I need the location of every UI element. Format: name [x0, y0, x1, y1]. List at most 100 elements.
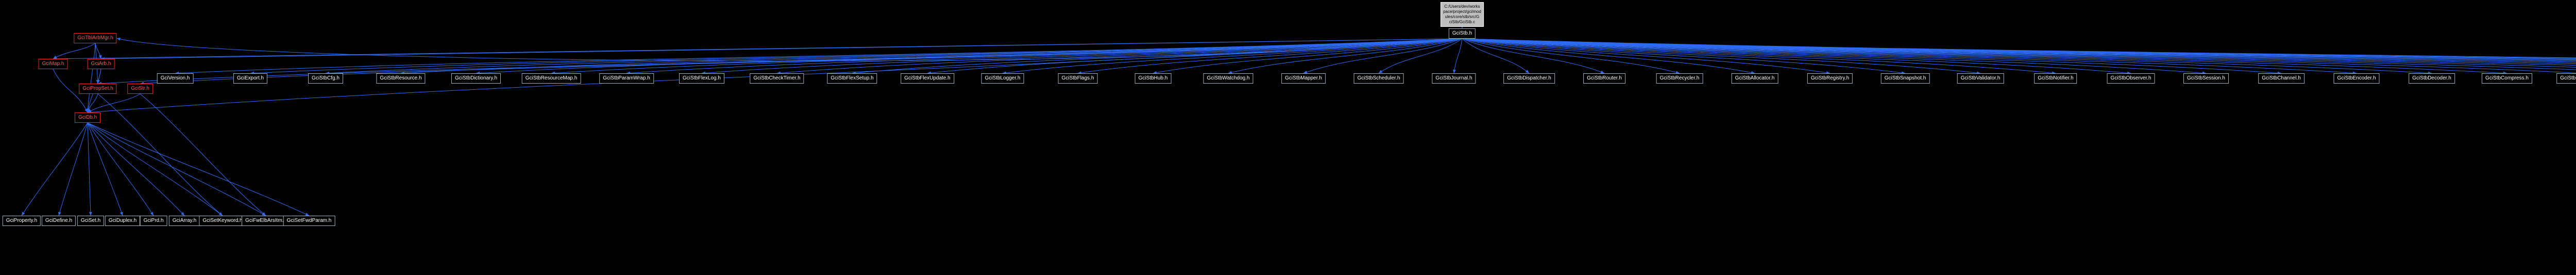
- include-edge-r6-b8: [87, 122, 310, 216]
- include-edge-hdr-m15: [1303, 38, 1463, 74]
- include-edge-hdr-m17: [1453, 38, 1463, 74]
- header-node-m24[interactable]: GciStbValidator.h: [1957, 73, 2004, 84]
- header-node-b3[interactable]: GciDuplex.h: [105, 216, 141, 226]
- include-edge-hdr-m25: [1462, 38, 2056, 75]
- include-edge-r6-b2: [87, 122, 92, 216]
- header-node-m18[interactable]: GciStbDispatcher.h: [1503, 73, 1555, 84]
- header-node-hdr[interactable]: GciStb.h: [1448, 28, 1476, 39]
- header-node-m0[interactable]: GciVersion.h: [157, 73, 194, 84]
- header-node-m1[interactable]: GciExport.h: [233, 73, 268, 84]
- include-edge-hdr-m31: [1462, 38, 2507, 75]
- header-node-m15[interactable]: GciStbMapper.h: [1281, 73, 1326, 84]
- include-edge-r6-b6: [87, 122, 223, 216]
- include-edge-r6-b5: [87, 122, 185, 216]
- include-edge-r1-r6: [86, 43, 96, 113]
- include-edge-hdr-r3: [100, 38, 1463, 60]
- header-node-r3[interactable]: GciArb.h: [87, 59, 115, 69]
- include-edge-hdr-m7: [701, 38, 1463, 75]
- include-edge-hdr-m29: [1462, 38, 2357, 75]
- include-edge-hdr-m22: [1462, 38, 1831, 74]
- header-node-r1[interactable]: GciTblArbMgr.h: [74, 33, 117, 43]
- header-node-m17[interactable]: GciStbJournal.h: [1432, 73, 1476, 84]
- header-node-m22[interactable]: GciStbRegistry.h: [1807, 73, 1853, 84]
- include-edge-hdr-m39: [1462, 38, 2576, 61]
- include-edge-hdr-m43: [1462, 38, 2576, 58]
- header-node-m30[interactable]: GciStbDecoder.h: [2409, 73, 2455, 84]
- header-node-m5[interactable]: GciStbResourceMap.h: [521, 73, 581, 84]
- header-node-b6[interactable]: GciSetKeyword.h: [199, 216, 246, 226]
- include-edge-hdr-m1: [250, 38, 1463, 75]
- include-edge-r6-b7: [87, 122, 266, 216]
- header-node-r2[interactable]: GciMap.h: [38, 59, 68, 69]
- include-edge-r5-r6: [87, 93, 141, 113]
- header-node-m13[interactable]: GciStbHub.h: [1134, 73, 1172, 84]
- include-edge-hdr-m20: [1462, 38, 1680, 74]
- include-edge-hdr-m12: [1077, 38, 1463, 74]
- header-node-m26[interactable]: GciStbObserver.h: [2107, 73, 2155, 84]
- header-node-b2[interactable]: GciSet.h: [77, 216, 105, 226]
- include-edge-hdr-m28: [1462, 38, 2282, 75]
- include-edge-hdr-m3: [400, 38, 1463, 75]
- header-node-m6[interactable]: GciStbParamWrap.h: [599, 73, 654, 84]
- include-edge-r1-r3: [95, 43, 102, 59]
- header-node-b4[interactable]: GciPrd.h: [140, 216, 167, 226]
- include-edge-hdr-m13: [1153, 38, 1463, 74]
- header-node-r5[interactable]: GciStr.h: [127, 84, 153, 94]
- header-node-b5[interactable]: GciArray.h: [168, 216, 200, 226]
- header-node-m3[interactable]: GciStbResource.h: [376, 73, 426, 84]
- header-node-m29[interactable]: GciStbEncoder.h: [2333, 73, 2380, 84]
- include-edge-hdr-m32: [1462, 38, 2576, 73]
- header-node-m31[interactable]: GciStbCompress.h: [2482, 73, 2532, 84]
- header-node-m21[interactable]: GciStbAllocator.h: [1731, 73, 1778, 84]
- include-edge-r6-b4: [87, 122, 154, 216]
- header-node-m27[interactable]: GciStbSession.h: [2183, 73, 2229, 84]
- include-edge-hdr-m16: [1378, 38, 1463, 74]
- include-edge-hdr-m35: [1462, 38, 2576, 66]
- include-edge-hdr-m4: [476, 38, 1463, 75]
- include-edge-hdr-m18: [1462, 38, 1530, 74]
- include-edge-hdr-m34: [1462, 38, 2576, 68]
- header-node-b0[interactable]: GciProperty.h: [2, 216, 41, 226]
- include-edge-hdr-r1: [116, 37, 1463, 61]
- include-edge-hdr-m11: [1002, 38, 1463, 75]
- header-node-b7[interactable]: GciFwElbArsItm.h: [241, 216, 291, 226]
- header-node-m23[interactable]: GciStbSnapshot.h: [1880, 73, 1930, 84]
- header-node-m25[interactable]: GciStbNotifier.h: [2034, 73, 2077, 84]
- include-edge-r6-b3: [87, 122, 123, 216]
- header-node-m16[interactable]: GciStbScheduler.h: [1353, 73, 1404, 84]
- include-edge-hdr-m2: [325, 38, 1463, 75]
- header-node-m9[interactable]: GciStbFlexSetup.h: [827, 73, 877, 84]
- include-edge-hdr-m6: [626, 38, 1463, 75]
- header-node-m32[interactable]: GciStbChecksum.h: [2556, 73, 2576, 84]
- header-node-m8[interactable]: GciStbCheckTimer.h: [750, 73, 804, 84]
- include-edge-r1-r2: [53, 43, 96, 59]
- include-edge-hdr-m19: [1462, 38, 1605, 74]
- header-node-m28[interactable]: GciStbChannel.h: [2258, 73, 2304, 84]
- header-node-r6[interactable]: GciDb.h: [74, 112, 101, 123]
- include-edge-r6-b0: [21, 122, 88, 216]
- include-edge-hdr-m27: [1462, 38, 2207, 75]
- header-node-m12[interactable]: GciStbFlags.h: [1058, 73, 1098, 84]
- header-node-m20[interactable]: GciStbRecycler.h: [1656, 73, 1703, 84]
- include-edge-hdr-m33: [1462, 38, 2576, 70]
- include-edge-hdr-m38: [1462, 38, 2576, 62]
- include-edge-hdr-m37: [1462, 38, 2576, 63]
- include-edge-r5-b7: [140, 93, 266, 216]
- include-edge-hdr-m21: [1462, 38, 1755, 74]
- header-node-m14[interactable]: GciStbWatchdog.h: [1203, 73, 1253, 84]
- header-node-m10[interactable]: GciStbFlexUpdate.h: [901, 73, 954, 84]
- header-node-m7[interactable]: GciStbFlexLog.h: [679, 73, 724, 84]
- header-node-m2[interactable]: GciStbCfg.h: [308, 73, 343, 84]
- include-edge-hdr-m26: [1462, 38, 2131, 75]
- include-edge-hdr-m30: [1462, 38, 2432, 75]
- header-node-m11[interactable]: GciStbLogger.h: [981, 73, 1024, 84]
- include-edge-hdr-m23: [1462, 38, 1906, 75]
- header-node-r4[interactable]: GciPropSet.h: [79, 84, 117, 94]
- header-node-b1[interactable]: GciDefine.h: [41, 216, 76, 226]
- header-node-m19[interactable]: GciStbRouter.h: [1583, 73, 1625, 84]
- header-node-m4[interactable]: GciStbDictionary.h: [451, 73, 501, 84]
- header-node-b8[interactable]: GciSetFwdParam.h: [283, 216, 335, 226]
